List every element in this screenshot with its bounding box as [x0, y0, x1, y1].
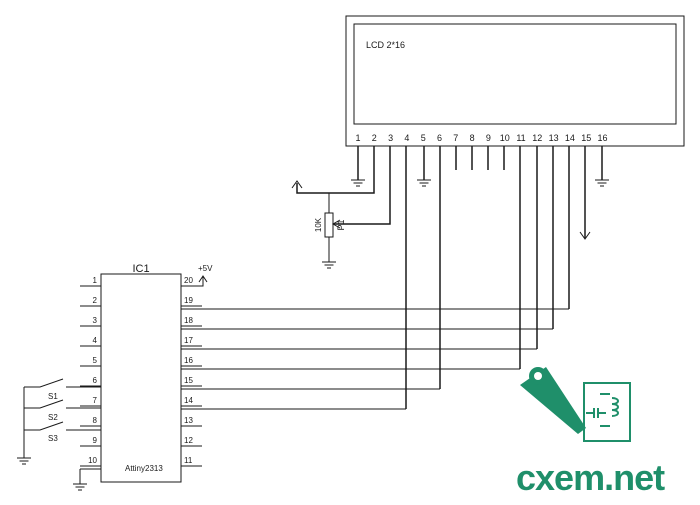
ic-right-pin-number: 14 — [184, 396, 193, 405]
lcd-pin1-ground-icon — [351, 179, 365, 187]
lcd-pin-label: 9 — [486, 133, 491, 143]
supply-5v-label: +5V — [198, 264, 213, 273]
lcd-pin-label: 11 — [516, 133, 525, 143]
pot-ground-icon — [322, 261, 336, 269]
ic-left-pin-number: 2 — [93, 296, 98, 305]
microcontroller-ic1: IC1 Attiny2313 1234567891020191817161514… — [80, 263, 202, 483]
switch-s3-label: S3 — [48, 434, 58, 443]
switch-s2: S2 — [24, 399, 101, 422]
ic-left-pin-number: 9 — [93, 436, 98, 445]
ic-right-pin-number: 13 — [184, 416, 193, 425]
lcd-pin-label: 4 — [404, 133, 409, 143]
pot-value-label: 10K — [314, 217, 323, 232]
lcd-pin-label: 13 — [549, 133, 559, 143]
lcd-pin-label: 16 — [597, 133, 607, 143]
ic-right-pin-number: 15 — [184, 376, 193, 385]
lcd-pin-label: 10 — [500, 133, 510, 143]
ic-right-pin-number: 12 — [184, 436, 193, 445]
lcd-pin-label: 8 — [470, 133, 475, 143]
ic-pin10-ground-wire — [79, 468, 101, 484]
potentiometer-p1: P1 10K — [314, 193, 346, 269]
watermark-text: cxem.net — [516, 457, 665, 498]
ic-right-pin-number: 17 — [184, 336, 193, 345]
lcd-pin-label: 12 — [532, 133, 542, 143]
lcd-pin-label: 5 — [421, 133, 426, 143]
lcd-pin16-ground-icon — [595, 179, 609, 187]
watermark-coil-icon — [600, 393, 619, 427]
ic-right-pin-number: 11 — [184, 456, 193, 465]
ic-left-pin-number: 7 — [93, 396, 98, 405]
lcd-pin-label: 2 — [372, 133, 377, 143]
switch-group: S1 S2 S3 — [17, 378, 101, 491]
switch-s1-label: S1 — [48, 392, 58, 401]
switch-s2-label: S2 — [48, 413, 58, 422]
ic-left-pin-number: 8 — [93, 416, 98, 425]
lcd-pin-wires — [291, 146, 609, 409]
supply-5v: +5V — [181, 264, 213, 287]
pot-name-label: P1 — [336, 219, 346, 230]
ic-pin10-ground-icon — [73, 483, 87, 491]
lcd-pin-label: 7 — [453, 133, 458, 143]
ic-left-pin-number: 3 — [93, 316, 98, 325]
ic-left-pin-number: 10 — [88, 456, 97, 465]
watermark-frame — [583, 382, 631, 442]
lcd-pin-label: 6 — [437, 133, 442, 143]
switch-s1: S1 — [24, 378, 101, 401]
ic-right-pin-number: 18 — [184, 316, 193, 325]
ic-name-label: IC1 — [132, 263, 149, 275]
lcd-pin15-arrow-icon — [579, 231, 591, 240]
ic-right-pin-number: 20 — [184, 276, 193, 285]
lcd-pin-label: 1 — [355, 133, 360, 143]
lcd-pin-label: 3 — [388, 133, 393, 143]
lcd-pin2-wire — [296, 146, 375, 194]
data-bus-wires — [181, 308, 569, 410]
lcd-pin3-wire — [334, 146, 391, 225]
supply-arrow-icon — [291, 180, 303, 189]
supply-5v-wire — [181, 277, 204, 287]
ic-right-pin-number: 19 — [184, 296, 193, 305]
ic-right-pin-number: 16 — [184, 356, 193, 365]
ic-part-label: Attiny2313 — [125, 464, 163, 473]
lcd-pin7-10-stubs — [455, 146, 505, 170]
ic-left-pin-number: 4 — [93, 336, 98, 345]
ic-body — [100, 273, 182, 483]
ic-left-pin-number: 6 — [93, 376, 98, 385]
switch-ground-icon — [17, 457, 31, 465]
watermark-capacitor-icon — [586, 408, 606, 418]
lcd-screen — [353, 23, 677, 125]
lcd-pin5-ground-icon — [417, 179, 431, 187]
switch-s3: S3 — [24, 421, 101, 443]
watermark-logo: cxem.net — [516, 367, 666, 498]
lcd-pin-label: 15 — [581, 133, 591, 143]
ic-left-pin-number: 1 — [93, 276, 98, 285]
pot-body — [324, 212, 334, 238]
supply-5v-arrow-icon — [198, 275, 208, 283]
lcd-pin-label: 14 — [565, 133, 575, 143]
ic-left-pin-number: 5 — [93, 356, 98, 365]
lcd-label: LCD 2*16 — [366, 40, 405, 50]
lcd-outer-frame — [345, 15, 685, 147]
